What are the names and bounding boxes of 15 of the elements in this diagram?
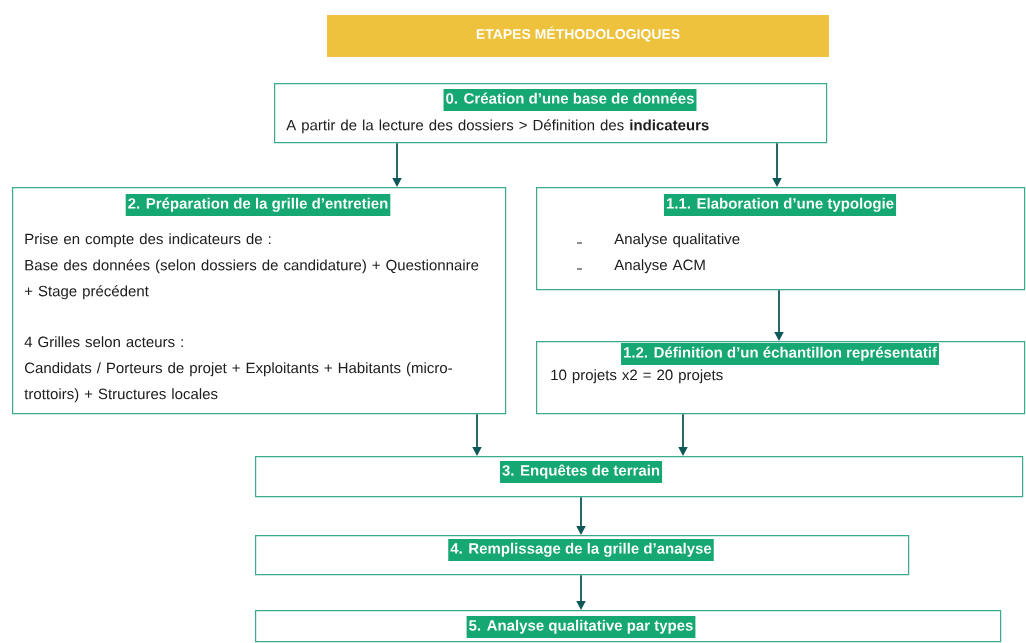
process-box: [255, 610, 1002, 643]
process-box: 1.1. Elaboration d’une typologie Analyse qualitative Analyse ACM: [536, 187, 1026, 291]
process-box: 0. Création d’une base de données A partir de la lecture des dossiers > Définition des indicateurs: [274, 83, 828, 144]
step-heading: 5. Analyse qualitative par types: [466, 616, 696, 638]
process-box: 1.2. Définition d’un échantillon représentatif 10 projets x2 = 20 projets: [536, 341, 1026, 415]
process-box: [255, 535, 910, 576]
process-box: [255, 456, 1024, 498]
step-heading: 3. Enquêtes de terrain: [499, 461, 663, 483]
step-heading: 1.2. Définition d’un échantillon représentatif: [621, 343, 939, 365]
step-heading: 0. Création d’une base de données: [443, 89, 697, 111]
step-heading: 2. Préparation de la grille d’entretien: [125, 194, 391, 216]
step-heading: 1.1. Elaboration d’une typologie: [663, 194, 897, 216]
title-band: ETAPES MÉTHODOLOGIQUES: [327, 15, 829, 57]
process-box: 2. Préparation de la grille d’entretien Prise en compte des indicateurs de : Base des données (selon dossiers de candidature) + Questionnaire + Stage précédent 4 Grilles selon acteurs : Candidats / Porteurs de projet + Exploitants + Habitants (micro-trottoirs) + Structures locales: [12, 187, 507, 415]
step-heading: 4. Remplissage de la grille d’analyse: [448, 539, 714, 561]
